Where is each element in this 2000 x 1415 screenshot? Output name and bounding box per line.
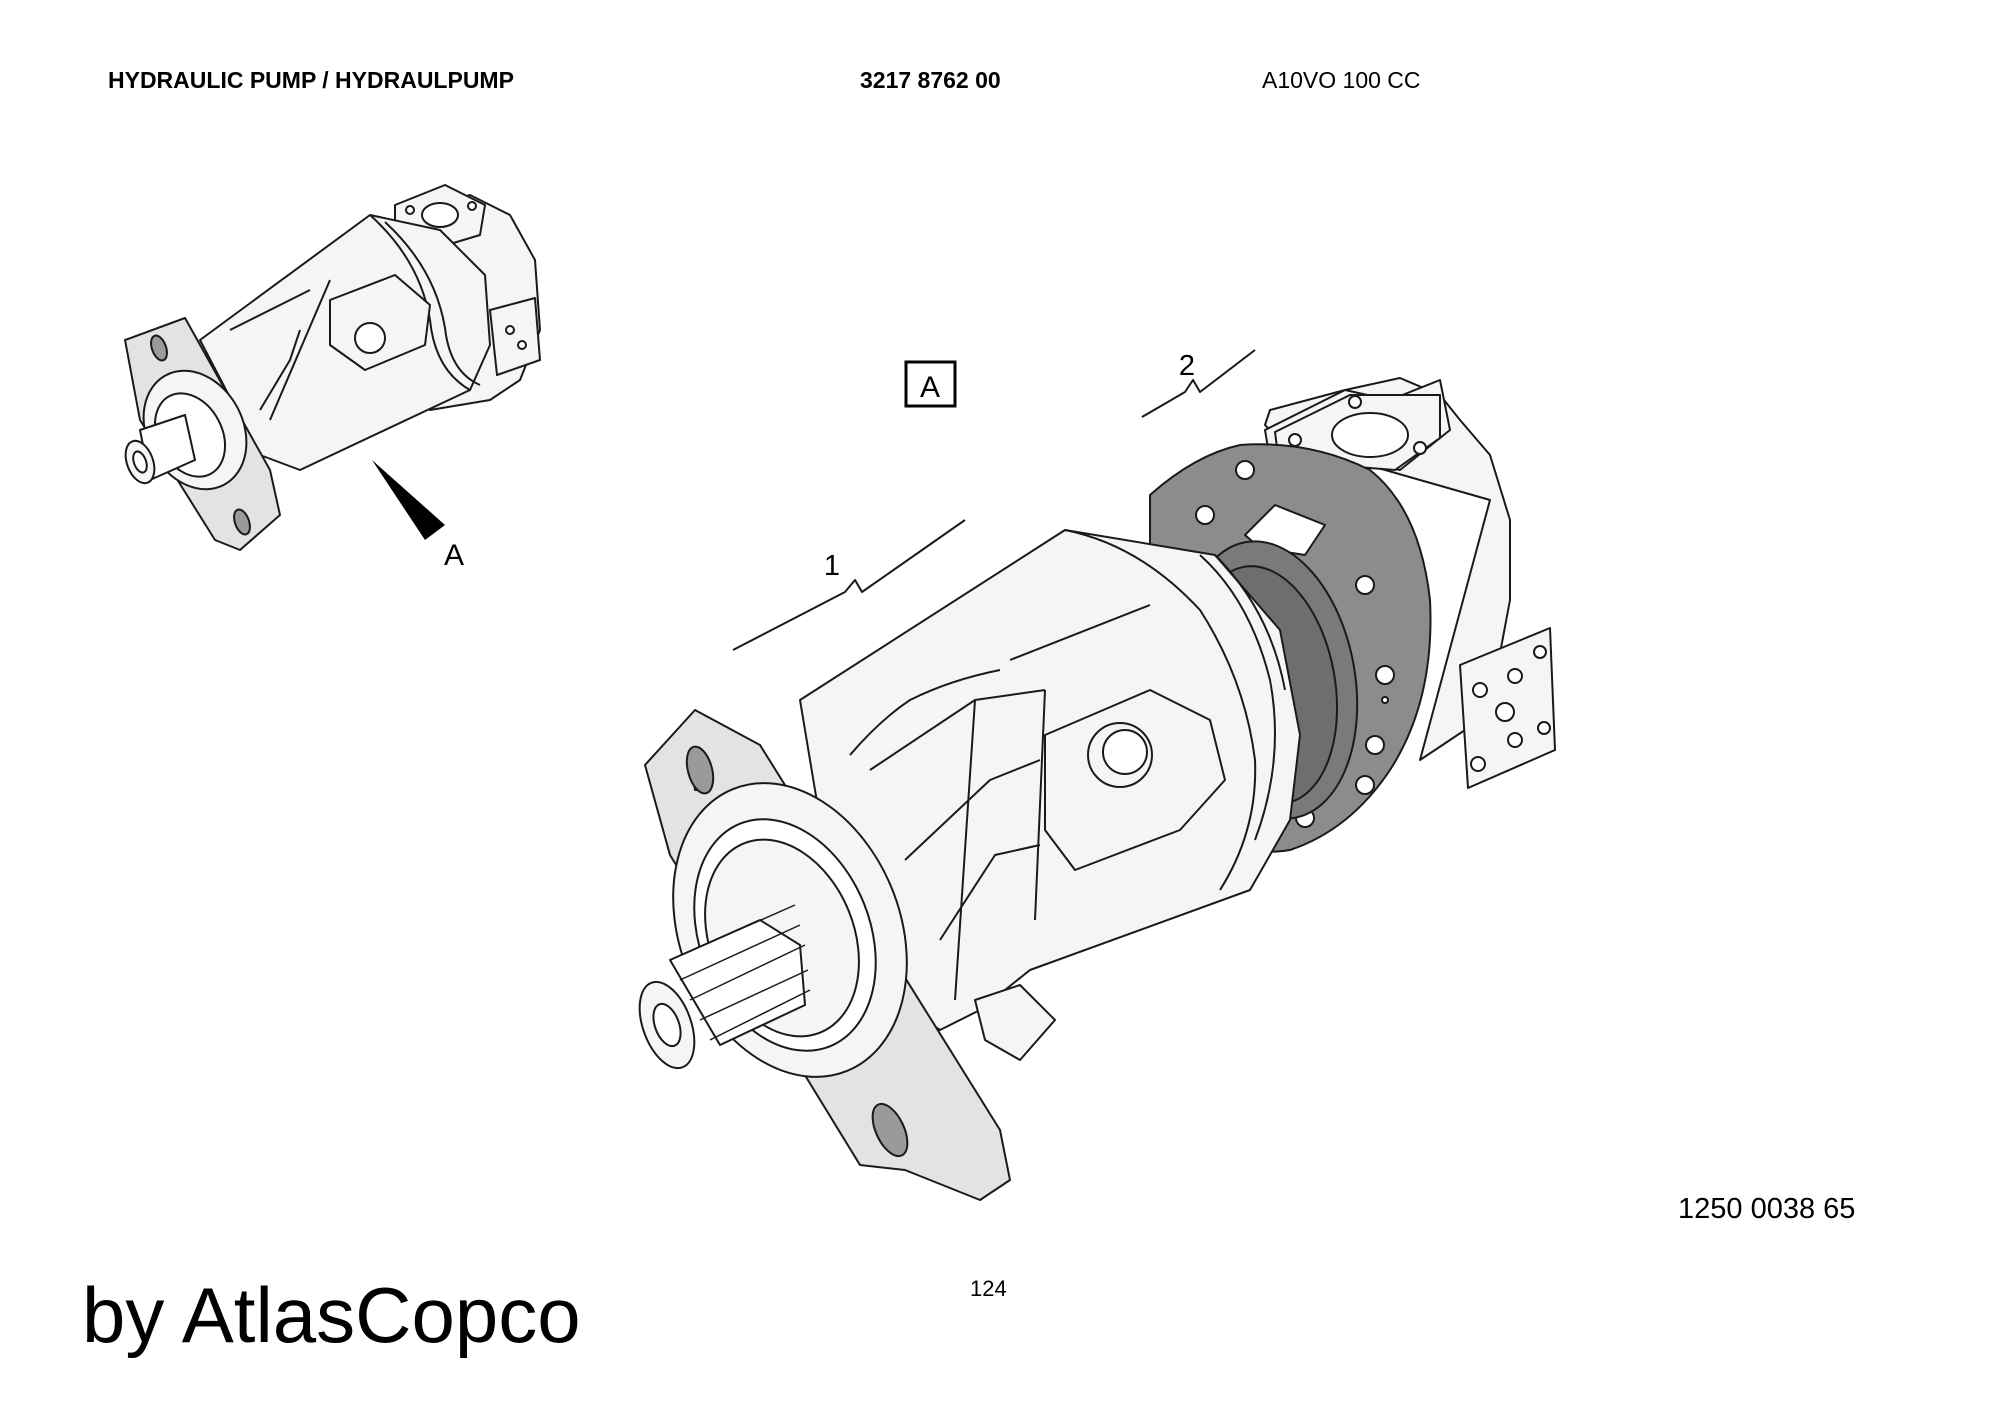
- drawing-document-number: 1250 0038 65: [1678, 1193, 1856, 1225]
- part-number: 3217 8762 00: [860, 67, 1001, 93]
- model-designation: A10VO 100 CC: [1262, 67, 1421, 93]
- overview-view-callout: A: [444, 539, 464, 572]
- publisher-brand: by AtlasCopco: [82, 1271, 581, 1359]
- item-2-leader: [1141, 349, 1256, 418]
- document-title: HYDRAULIC PUMP / HYDRAULPUMP: [108, 67, 514, 93]
- item-1-leader: [732, 519, 966, 651]
- overview-pump-illustration: [124, 184, 541, 551]
- view-a-box: [904, 360, 957, 408]
- page-number: 124: [970, 1276, 1007, 1301]
- main-view-illustration: [638, 377, 1556, 1201]
- item-number-1: 1: [824, 550, 840, 582]
- view-a-label: A: [920, 371, 940, 404]
- item-number-2: 2: [1179, 350, 1195, 382]
